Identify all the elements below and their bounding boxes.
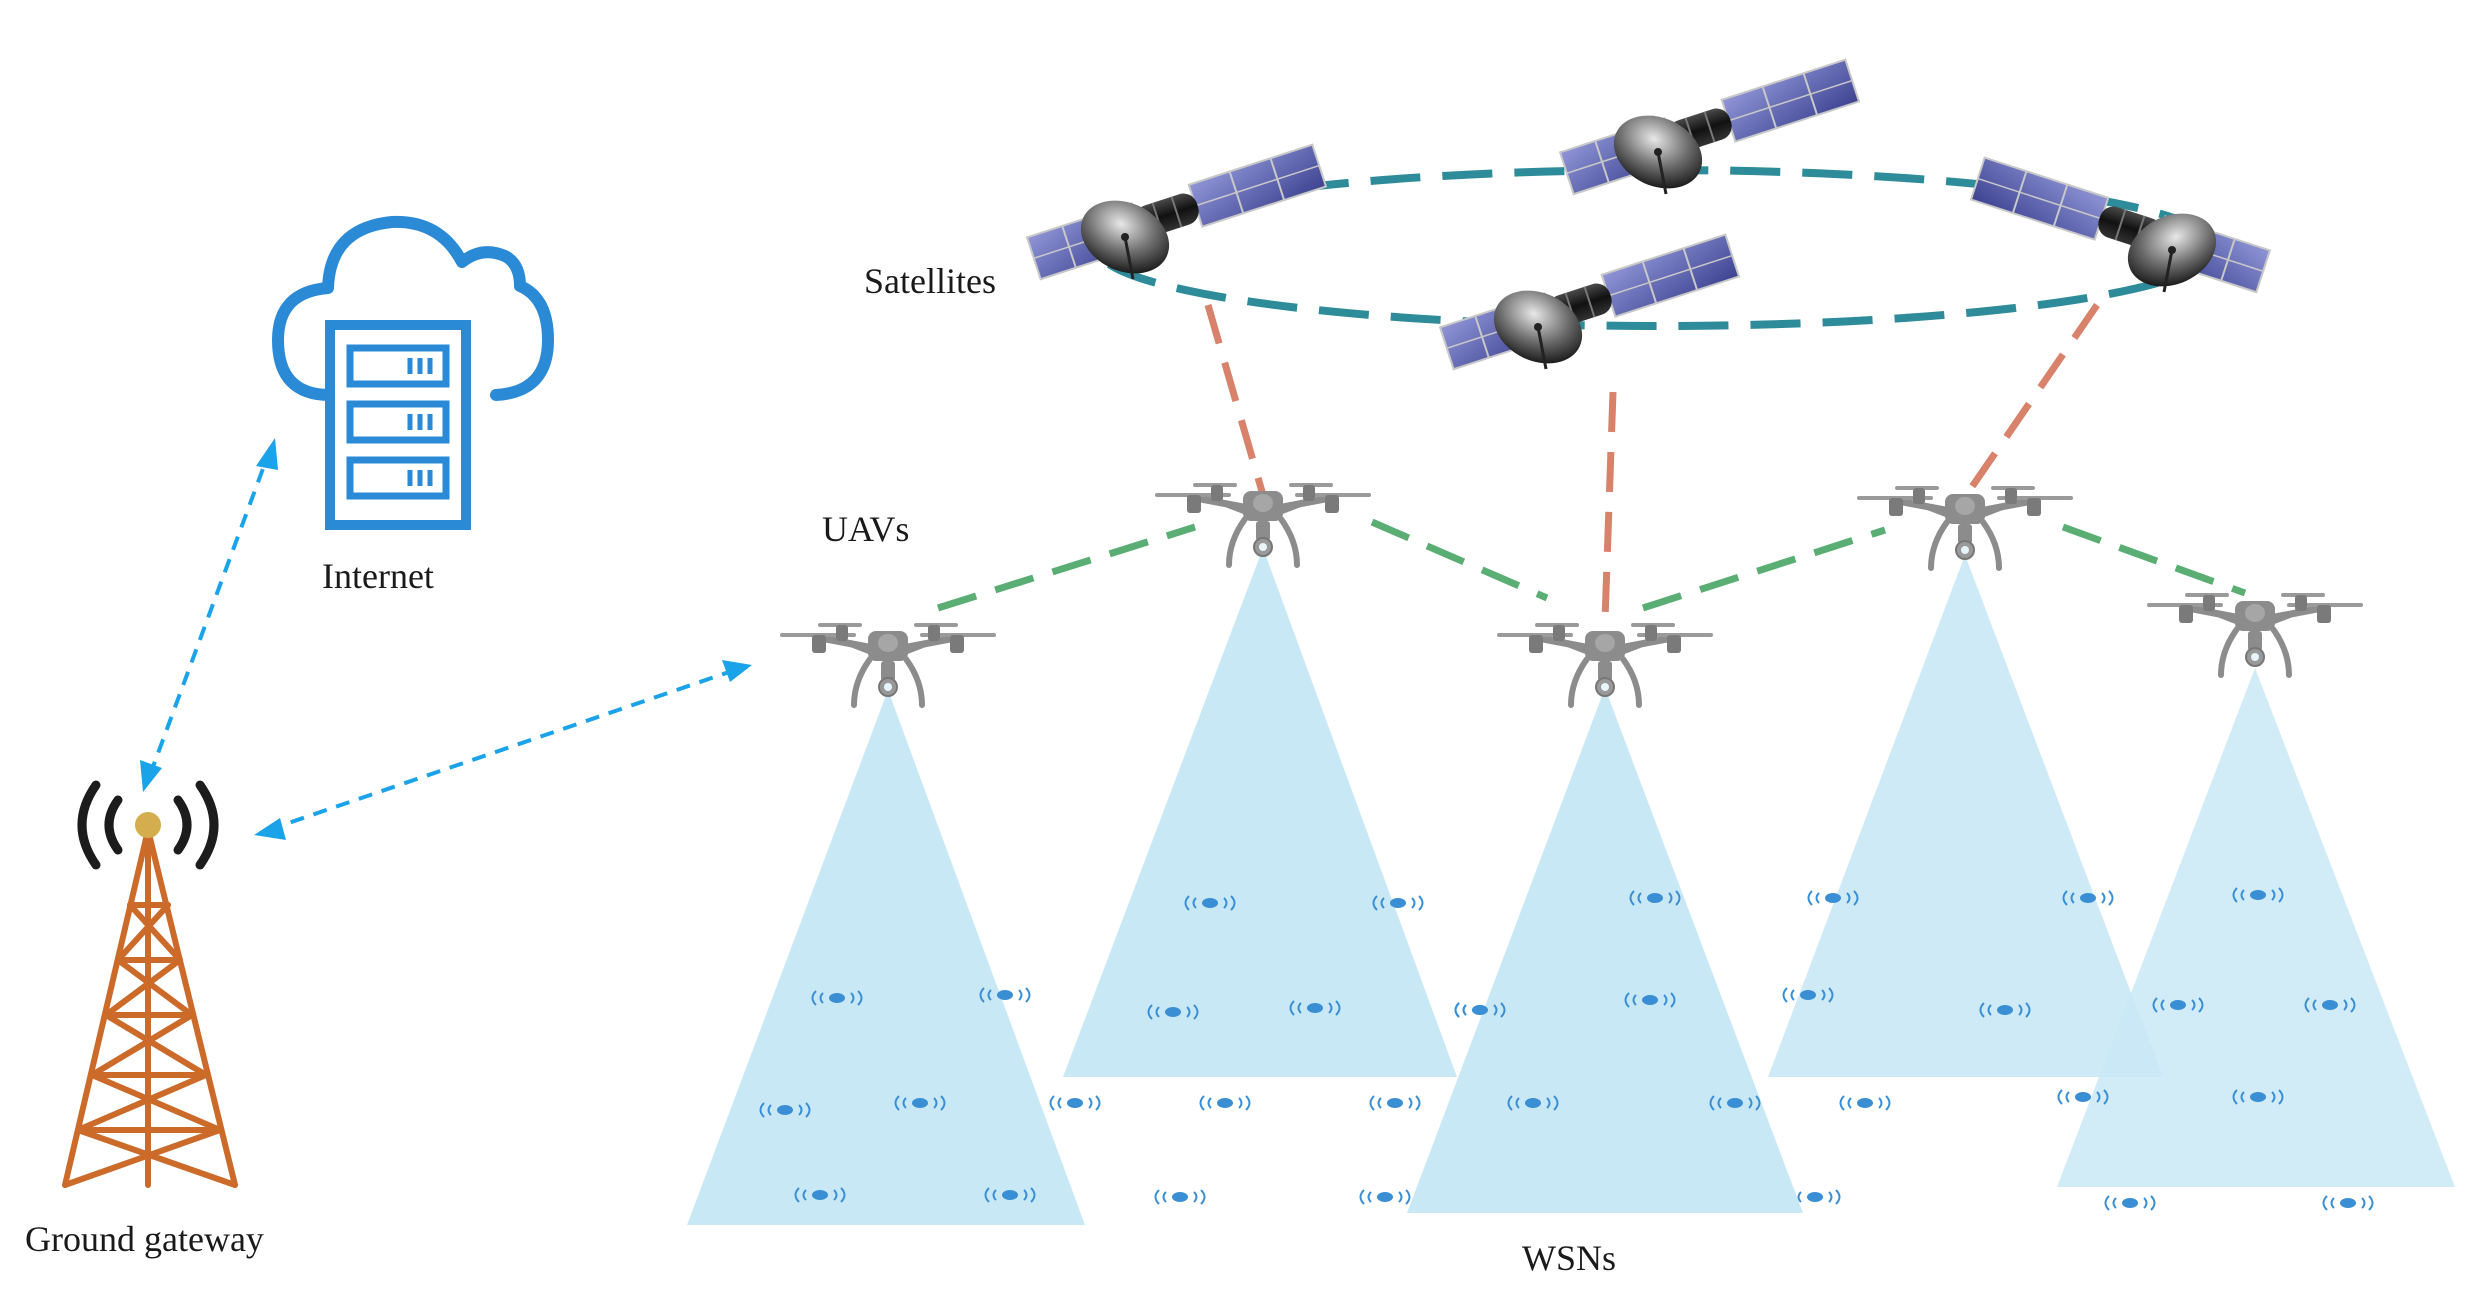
satellite-icon (1558, 58, 1861, 204)
coverage-cone-4 (1768, 555, 2163, 1077)
control-link-arrowheads (140, 438, 752, 840)
satellite-icon (1969, 156, 2272, 302)
ground-gateway-label: Ground gateway (25, 1219, 264, 1259)
uavs-label: UAVs (822, 509, 910, 549)
satellite-icon (1025, 143, 1328, 289)
coverage-cone-3 (1407, 688, 1803, 1213)
satellite-uav-links (1204, 303, 2100, 621)
coverage-cones (687, 548, 2455, 1225)
radio-tower-icon (62, 780, 238, 1188)
quadcopter-drone-icon (780, 623, 996, 705)
satellite-icon (1438, 233, 1741, 379)
quadcopter-drone-icon (1155, 483, 1371, 565)
control-links (148, 454, 736, 832)
uavs (780, 483, 2363, 705)
coverage-cone-5 (2057, 668, 2455, 1187)
internet-label: Internet (322, 556, 434, 596)
cloud-server-icon (272, 215, 554, 530)
coverage-cone-1 (687, 690, 1085, 1225)
quadcopter-drone-icon (1857, 486, 2073, 568)
coverage-cone-2 (1063, 548, 1457, 1077)
quadcopter-drone-icon (2147, 593, 2363, 675)
wsns-label: WSNs (1522, 1238, 1617, 1278)
quadcopter-drone-icon (1497, 623, 1713, 705)
uav-uav-links (936, 518, 2247, 612)
satellites-label: Satellites (864, 261, 996, 301)
